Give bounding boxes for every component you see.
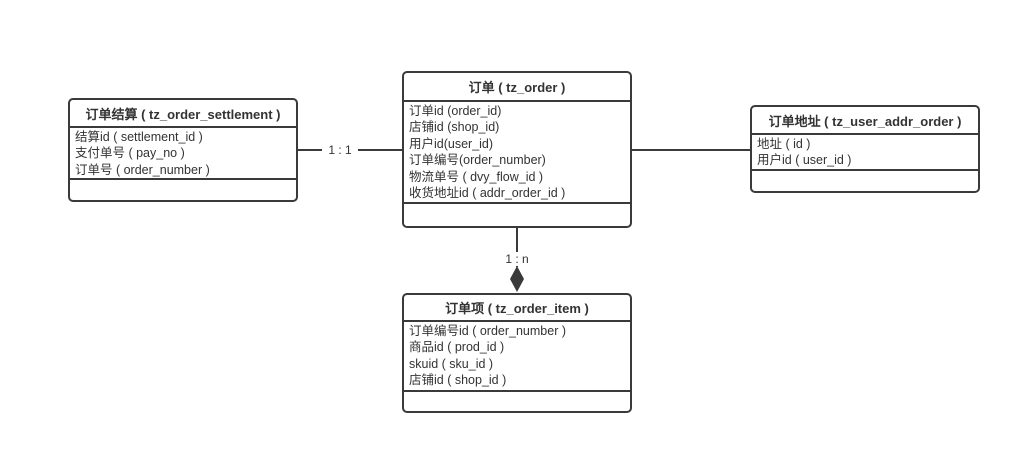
- entity-fields: 订单id (order_id) 店铺id (shop_id)用户id(user_i…: [404, 102, 630, 202]
- entity-title: 订单地址 ( tz_user_addr_order ): [752, 107, 978, 135]
- connector-label: 1 : 1: [328, 143, 352, 157]
- entity-field: 商品id ( prod_id ): [409, 340, 505, 355]
- entity-field: 订单号 ( order_number ): [75, 162, 210, 177]
- entity-field: skuid ( sku_id ): [409, 356, 494, 371]
- entity-footer: [752, 169, 978, 191]
- entity-order-item: 订单项 ( tz_order_item )订单编号id ( order_numb…: [402, 293, 632, 413]
- entity-fields: 结算id ( settlement_id ) 支付单号 ( pay_no )订单号…: [70, 128, 296, 178]
- entity-order-settlement: 订单结算 ( tz_order_settlement )结算id ( settl…: [68, 98, 298, 202]
- entity-field: 支付单号 ( pay_no ): [75, 146, 185, 161]
- diamond-arrowhead: [510, 266, 524, 292]
- entity-fields: 地址 ( id ) 用户id ( user_id ): [752, 135, 978, 169]
- entity-field: 收货地址id ( addr_order_id ): [409, 186, 566, 201]
- entity-field: 用户id ( user_id ): [757, 153, 852, 168]
- entity-field: 地址 ( id ): [757, 137, 811, 151]
- entity-field: 结算id ( settlement_id ): [75, 130, 203, 144]
- entity-field: 物流单号 ( dvy_flow_id ): [409, 169, 544, 184]
- entity-field: 订单编号(order_number): [409, 153, 546, 168]
- entity-field: 订单id (order_id): [409, 104, 502, 118]
- connector-label-background: [499, 252, 535, 266]
- entity-title: 订单结算 ( tz_order_settlement ): [70, 100, 296, 128]
- entity-order: 订单 ( tz_order ) 订单id (order_id) 店铺id (shop…: [402, 71, 632, 228]
- entity-field: 用户id(user_id): [409, 136, 494, 151]
- connector-label-background: [322, 143, 358, 157]
- entity-field: 店铺id ( shop_id ): [409, 373, 507, 388]
- entity-field: 店铺id (shop_id): [409, 120, 500, 135]
- entity-field: 订单编号id ( order_number ): [409, 324, 566, 338]
- entity-user-addr-order: 订单地址 ( tz_user_addr_order ) 地址 ( id ) 用户id…: [750, 105, 980, 193]
- entity-title: 订单 ( tz_order ): [404, 73, 630, 102]
- entity-title: 订单项 ( tz_order_item ): [404, 295, 630, 322]
- entity-fields: 订单编号id ( order_number ) 商品id ( prod_id )s…: [404, 322, 630, 390]
- connector-label: 1 : n: [505, 252, 528, 266]
- entity-footer: [404, 390, 630, 411]
- entity-footer: [70, 178, 296, 200]
- entity-footer: [404, 202, 630, 226]
